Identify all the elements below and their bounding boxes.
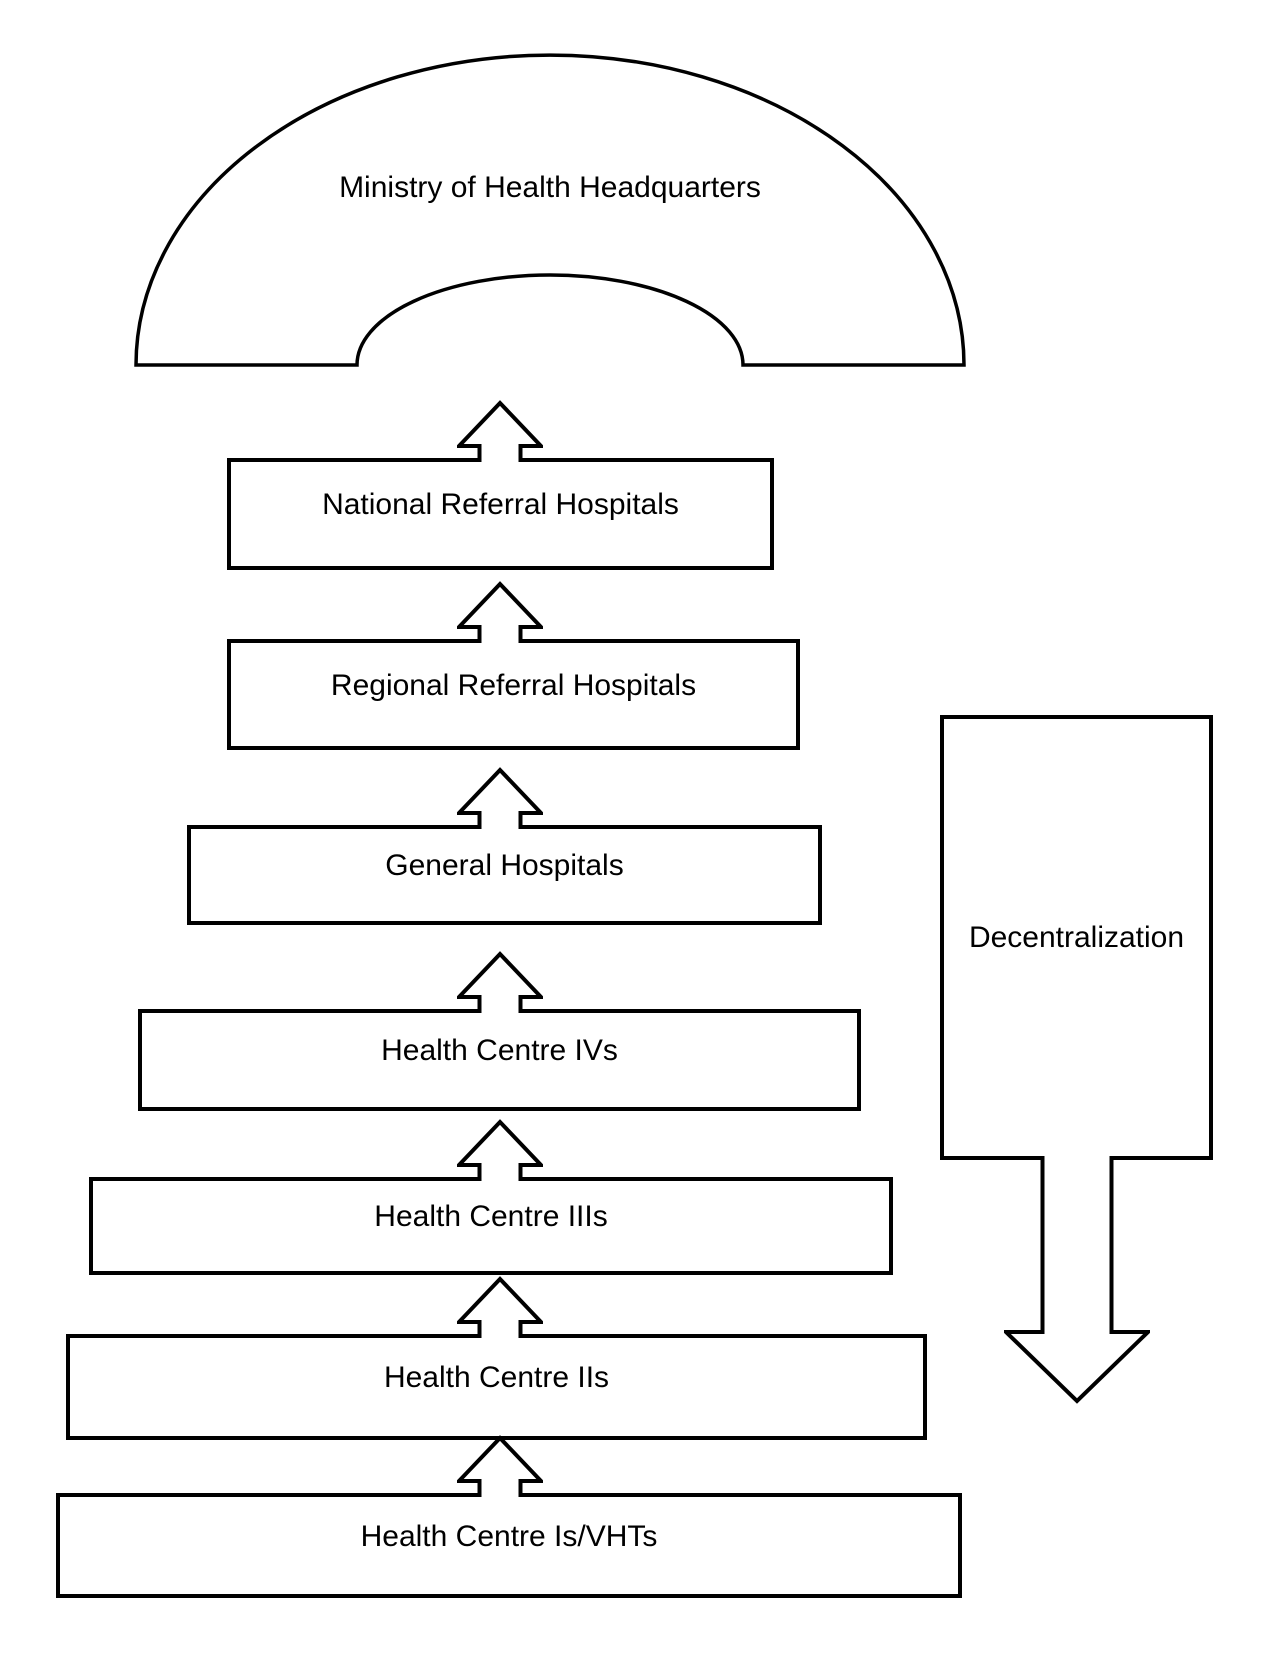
block-arc-shape <box>134 53 966 367</box>
level-box-national-referral-hospitals: National Referral Hospitals <box>227 458 774 570</box>
level-label: Health Centre IVs <box>381 1034 618 1067</box>
level-box-health-centre-1s-vhts: Health Centre Is/VHTs <box>56 1493 962 1598</box>
level-box-regional-referral-hospitals: Regional Referral Hospitals <box>227 639 800 750</box>
ministry-of-health-label: Ministry of Health Headquarters <box>339 171 761 204</box>
level-box-general-hospitals: General Hospitals <box>187 825 822 925</box>
decentralization-label: Decentralization <box>968 920 1185 954</box>
level-label: National Referral Hospitals <box>322 488 679 521</box>
up-arrow-icon <box>457 951 543 1013</box>
level-label: General Hospitals <box>385 849 624 882</box>
up-arrow-icon <box>457 1435 543 1497</box>
down-arrow-icon <box>1004 1156 1150 1404</box>
level-label: Health Centre IIs <box>383 1361 610 1394</box>
up-arrow-icon <box>457 1119 543 1181</box>
level-label: Health Centre Is/VHTs <box>360 1519 658 1553</box>
level-box-health-centre-2s: Health Centre IIs <box>66 1334 927 1440</box>
level-box-health-centre-4s: Health Centre IVs <box>138 1009 861 1111</box>
level-box-health-centre-3s: Health Centre IIIs <box>89 1177 893 1275</box>
up-arrow-icon <box>457 1276 543 1338</box>
up-arrow-icon <box>457 581 543 643</box>
decentralization-box: Decentralization <box>940 715 1213 1160</box>
level-label: Regional Referral Hospitals <box>330 668 697 702</box>
level-label: Health Centre IIIs <box>374 1200 608 1233</box>
up-arrow-icon <box>457 767 543 829</box>
up-arrow-icon <box>457 400 543 462</box>
